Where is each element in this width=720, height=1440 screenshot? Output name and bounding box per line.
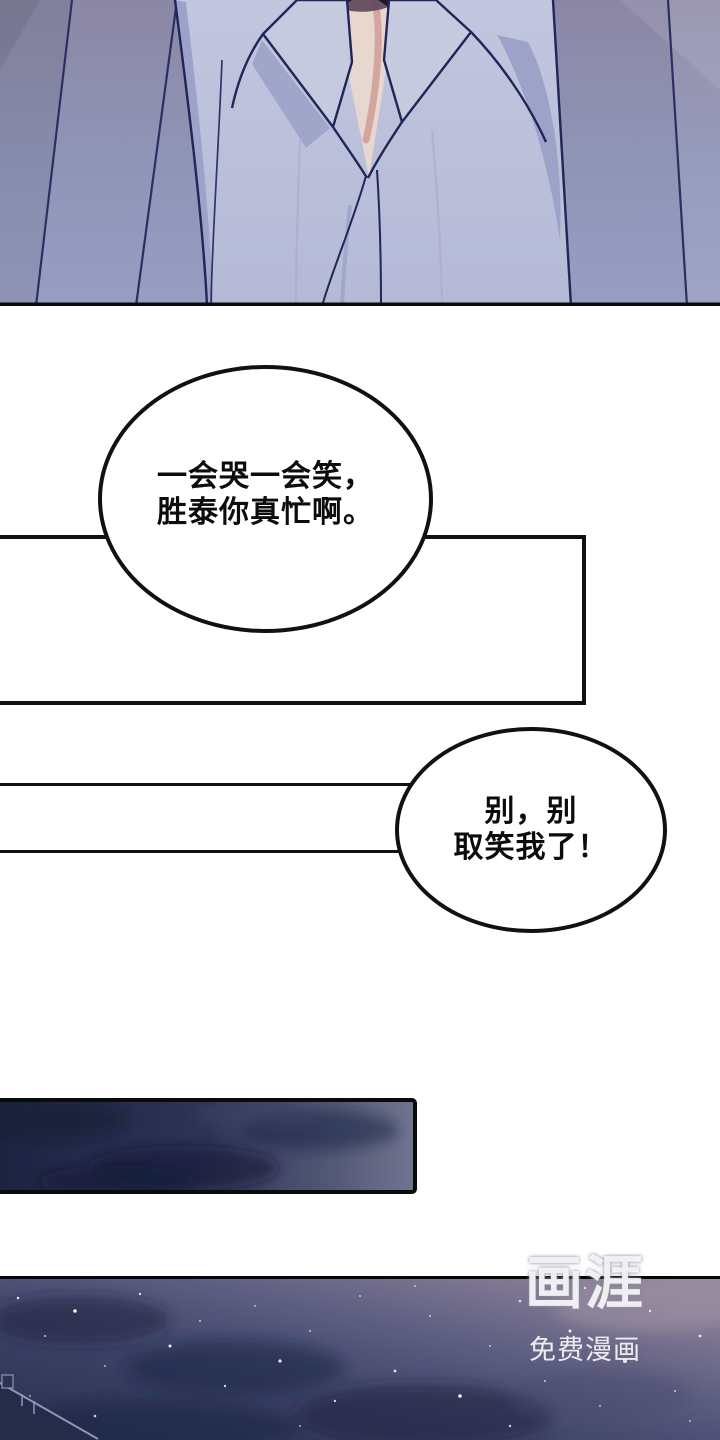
sleeve-seam-line bbox=[210, 59, 223, 307]
ray-light-right bbox=[668, 0, 720, 306]
rooftop-edge bbox=[0, 1382, 99, 1440]
neck-tendon-shadow bbox=[362, 2, 382, 144]
placket-line-left bbox=[321, 175, 367, 307]
collar-lapel-right bbox=[382, 0, 473, 124]
panel-border-bottom bbox=[0, 302, 720, 306]
speech-line: 胜泰你真忙啊。 bbox=[157, 496, 374, 529]
panel-dark-strip bbox=[0, 1098, 417, 1194]
speech-line: 一会哭一会笑， bbox=[157, 460, 374, 493]
background-seam-line bbox=[34, 0, 74, 307]
shirt-fold-line bbox=[430, 129, 444, 307]
shirt bbox=[173, 0, 573, 307]
speech-line: 别，别 bbox=[484, 795, 578, 828]
building-silhouette bbox=[0, 1374, 99, 1440]
ray-shadow-left bbox=[0, 0, 72, 306]
panel-night-sky bbox=[0, 1276, 720, 1440]
speech-bubble-2: 别，别 取笑我了！ bbox=[395, 727, 667, 933]
corner-vignette bbox=[0, 0, 40, 70]
background-seam-line bbox=[666, 0, 689, 307]
shirt-shadow-right-side bbox=[497, 35, 561, 240]
strip-clouds bbox=[0, 1102, 399, 1190]
night-clouds bbox=[0, 1280, 720, 1440]
shirt-outline-right bbox=[551, 0, 573, 307]
panel-border-top bbox=[0, 1276, 720, 1279]
collar-edge-left bbox=[230, 33, 264, 109]
shirt-fold-line bbox=[340, 204, 352, 307]
dark-strip-art bbox=[0, 1102, 413, 1190]
speech-bubble-2-text: 别，别 取笑我了！ bbox=[454, 794, 609, 866]
watermark: 画涯 免费漫画 bbox=[500, 1236, 670, 1367]
night-sky-art bbox=[0, 1276, 720, 1440]
shirt-scene-art bbox=[0, 0, 720, 307]
speech-bubble-1-text: 一会哭一会笑， 胜泰你真忙啊。 bbox=[157, 459, 374, 539]
stars bbox=[16, 1285, 702, 1428]
placket-line-right bbox=[376, 169, 382, 307]
watermark-logo: 画涯 bbox=[524, 1251, 645, 1316]
shirt-fold-line bbox=[294, 139, 302, 307]
rooftop-structure bbox=[1, 1374, 14, 1389]
collar-lapel-left bbox=[261, 0, 354, 129]
shirt-shadow-under-collar bbox=[252, 40, 330, 148]
shirt-outline-left bbox=[173, 0, 209, 307]
collar-edge-right bbox=[470, 31, 548, 143]
background-seam-line bbox=[134, 0, 179, 307]
speech-bubble-1: 一会哭一会笑， 胜泰你真忙啊。 bbox=[98, 365, 433, 633]
collar-v-right bbox=[366, 121, 403, 179]
collar-v-left bbox=[332, 126, 369, 179]
collar bbox=[230, 0, 548, 307]
speech-line: 取笑我了！ bbox=[453, 831, 609, 864]
watermark-caption: 免费漫画 bbox=[529, 1335, 641, 1365]
panel-top-shirt-scene bbox=[0, 0, 720, 307]
